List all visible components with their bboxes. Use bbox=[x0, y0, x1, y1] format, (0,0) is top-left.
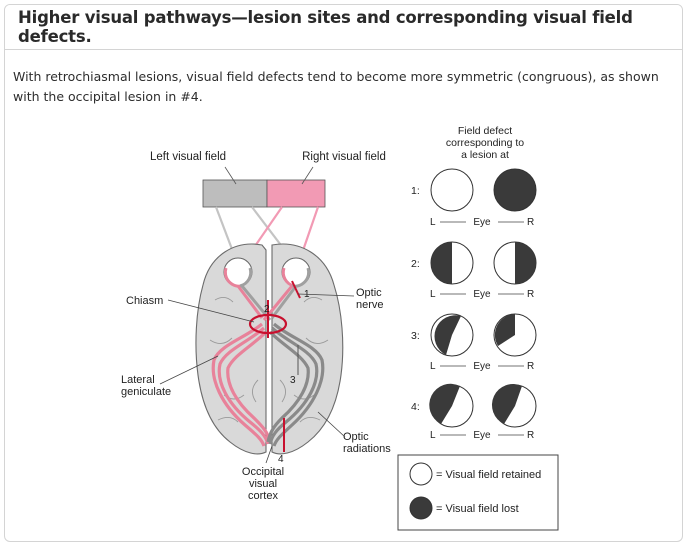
lesion-2-number: 2 bbox=[264, 304, 270, 315]
lesion-3-number: 3 bbox=[290, 375, 296, 386]
svg-text:corresponding to: corresponding to bbox=[446, 137, 524, 149]
svg-text:4:: 4: bbox=[411, 401, 420, 413]
svg-text:L: L bbox=[430, 430, 436, 441]
lateral-geniculate-label-1: Lateral bbox=[121, 374, 155, 386]
svg-text:R: R bbox=[527, 289, 534, 300]
figure-card: Higher visual pathways—lesion sites and … bbox=[4, 4, 683, 542]
card-header: Higher visual pathways—lesion sites and … bbox=[5, 5, 682, 50]
visual-field-bar: Left visual field Right visual field bbox=[150, 151, 386, 208]
occipital-cortex-label-1: Occipital bbox=[242, 466, 284, 478]
figure-caption: With retrochiasmal lesions, visual field… bbox=[13, 69, 659, 104]
svg-text:a lesion at: a lesion at bbox=[461, 149, 509, 161]
callout-labels: Chiasm Optic nerve Lateral geniculate Op… bbox=[121, 287, 391, 502]
chiasm-label: Chiasm bbox=[126, 295, 163, 307]
defect-row-4: 4: L Eye R bbox=[411, 383, 537, 441]
left-field-box bbox=[202, 179, 268, 208]
legend: = Visual field retained = Visual field l… bbox=[397, 454, 559, 531]
lateral-geniculate-label-2: geniculate bbox=[121, 386, 171, 398]
optic-nerve-label-1: Optic bbox=[356, 287, 382, 299]
brain bbox=[195, 243, 344, 455]
pink-pathway bbox=[211, 322, 272, 447]
lesion-4-number: 4 bbox=[278, 454, 284, 465]
right-field-pointer bbox=[301, 166, 314, 185]
svg-text:L: L bbox=[430, 361, 436, 372]
legend-retained-swatch bbox=[409, 462, 433, 486]
svg-text:R: R bbox=[527, 361, 534, 372]
defect-row-2: 2: L Eye R bbox=[411, 241, 537, 300]
legend-lost-label: = Visual field lost bbox=[436, 503, 519, 515]
svg-text:L: L bbox=[430, 217, 436, 228]
row1-left-eye bbox=[430, 168, 474, 212]
left-visual-field-label: Left visual field bbox=[150, 151, 226, 163]
occipital-cortex-label-3: cortex bbox=[248, 490, 278, 502]
eyes bbox=[223, 257, 311, 288]
legend-retained-label: = Visual field retained bbox=[436, 469, 541, 481]
field-defect-header: Field defect corresponding to a lesion a… bbox=[446, 125, 524, 161]
svg-text:1:: 1: bbox=[411, 185, 420, 197]
svg-text:Field defect: Field defect bbox=[458, 125, 512, 137]
gray-pathway bbox=[266, 322, 325, 447]
optic-radiations-label-1: Optic bbox=[343, 431, 369, 443]
svg-text:Eye: Eye bbox=[473, 217, 491, 228]
legend-lost-swatch bbox=[409, 496, 433, 520]
right-field-box bbox=[266, 179, 326, 208]
defect-row-1: 1: L Eye R bbox=[411, 168, 537, 228]
row1-right-eye bbox=[493, 168, 537, 212]
optic-radiations-label-2: radiations bbox=[343, 443, 391, 455]
svg-text:R: R bbox=[527, 430, 534, 441]
svg-text:3:: 3: bbox=[411, 330, 420, 342]
svg-text:L: L bbox=[430, 289, 436, 300]
svg-text:Eye: Eye bbox=[473, 289, 491, 300]
svg-text:R: R bbox=[527, 217, 534, 228]
svg-text:2:: 2: bbox=[411, 258, 420, 270]
lesion-1-mark bbox=[291, 280, 301, 299]
left-field-pointer bbox=[224, 166, 237, 185]
right-visual-field-label: Right visual field bbox=[302, 151, 386, 163]
optic-nerve-label-2: nerve bbox=[356, 299, 384, 311]
page-title: Higher visual pathways—lesion sites and … bbox=[18, 8, 633, 46]
occipital-cortex-label-2: visual bbox=[249, 478, 277, 490]
svg-text:Eye: Eye bbox=[473, 361, 491, 372]
svg-text:Eye: Eye bbox=[473, 430, 491, 441]
defect-row-3: 3: L Eye R bbox=[411, 313, 537, 372]
